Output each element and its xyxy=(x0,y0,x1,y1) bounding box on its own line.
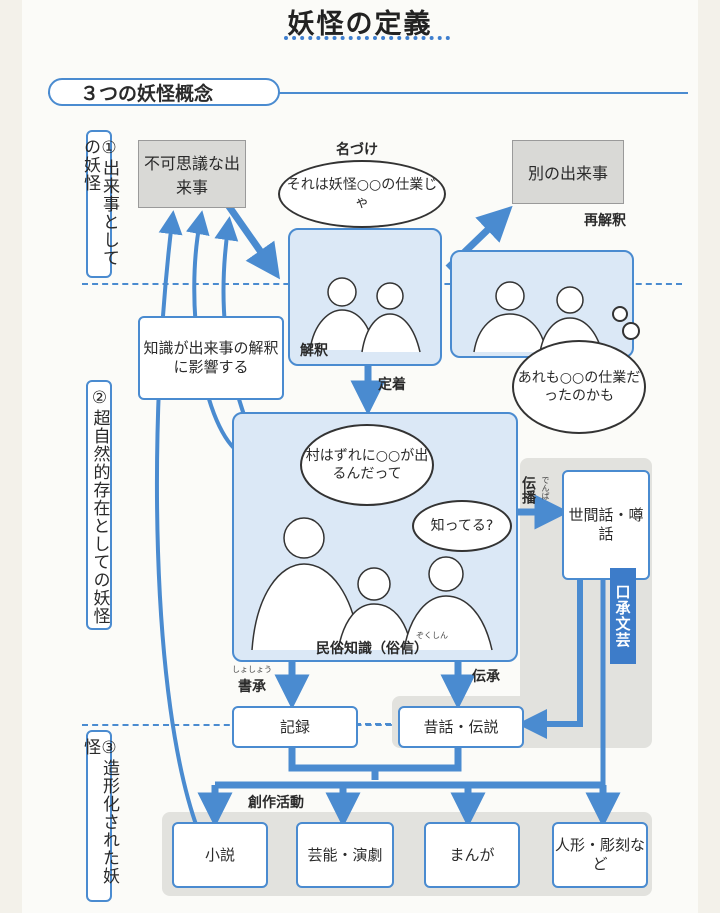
panel-reinterpretation xyxy=(450,250,634,358)
node-performing: 芸能・演劇 xyxy=(296,822,394,888)
concept-heading: ３つの妖怪概念 xyxy=(48,78,280,106)
node-folktale: 昔話・伝説 xyxy=(398,706,524,748)
label-naming: 名づけ xyxy=(336,142,378,158)
node-strange-event: 不可思議な出来事 xyxy=(138,140,246,208)
node-knowledge-influence: 知識が出来事の解釈に影響する xyxy=(138,316,284,400)
node-record: 記録 xyxy=(232,706,358,748)
bubble-village: 村はずれに○○が出るんだって xyxy=(300,424,434,506)
oral-literature-label: 口承文芸 xyxy=(610,568,636,664)
ruby-folk: ぞくしん xyxy=(416,631,448,640)
label-settle: 定着 xyxy=(378,377,406,393)
node-dolls: 人形・彫刻など xyxy=(552,822,648,888)
label-propagation: 伝播 xyxy=(520,476,536,504)
node-manga: まんが xyxy=(424,822,520,888)
label-interpretation: 解釈 xyxy=(300,343,328,359)
concept-rule xyxy=(48,92,688,94)
panel-folk-knowledge xyxy=(232,412,518,662)
label-oral-transmission: 伝承 xyxy=(472,669,500,685)
bubble-reinterpretation: あれも○○の仕業だったのかも xyxy=(512,340,646,434)
label-folk-knowledge: 民俗知識（俗信） xyxy=(316,641,428,657)
label-written-transmission: 書承 xyxy=(238,679,266,695)
ruby-propagation: でんぱ xyxy=(541,476,550,500)
reinterpret-illustration xyxy=(473,281,603,353)
bubble-know: 知ってる? xyxy=(412,500,512,552)
label-reinterpretation: 再解釈 xyxy=(584,213,626,229)
bubble-naming: それは妖怪○○の仕業じゃ xyxy=(278,160,446,228)
page-title: 妖怪の定義 xyxy=(287,9,433,40)
node-rumor: 世間話・噂話 xyxy=(562,470,650,580)
thought-dot xyxy=(612,306,628,322)
thought-dot xyxy=(622,322,640,340)
title-underline xyxy=(284,36,450,44)
panel-interpretation xyxy=(288,228,442,366)
node-novel: 小説 xyxy=(172,822,268,888)
folk-illustration xyxy=(251,517,493,651)
section-tab-supernatural: ②超自然的存在としての妖怪 xyxy=(86,380,112,630)
ruby-written: しょしょう xyxy=(232,665,272,674)
section-tab-event: ①出来事としての妖怪 xyxy=(80,130,119,278)
node-other-event: 別の出来事 xyxy=(512,140,624,204)
villagers-illustration xyxy=(309,277,421,353)
label-creative-activity: 創作活動 xyxy=(248,795,304,811)
